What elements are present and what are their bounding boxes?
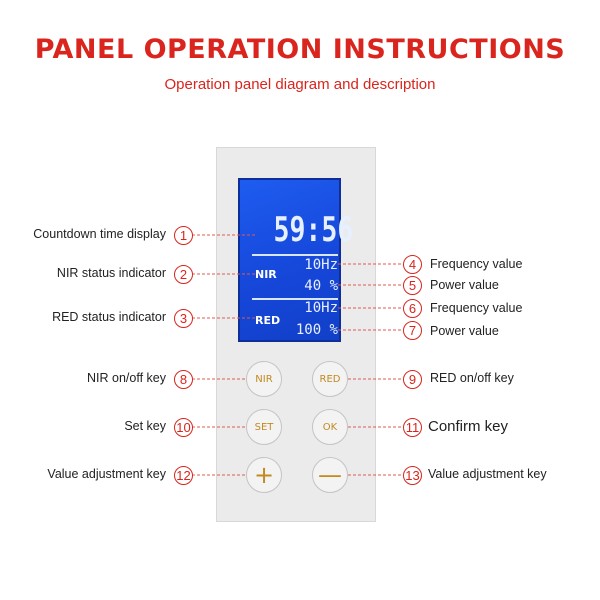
callout-number: 10	[174, 418, 193, 437]
set-button[interactable]: SET	[246, 409, 282, 445]
callout-number: 1	[174, 226, 193, 245]
lcd-divider-middle	[252, 298, 338, 300]
red-frequency-readout: 10Hz	[304, 300, 338, 316]
callout-number: 8	[174, 370, 193, 389]
countdown-readout: 59:56	[273, 210, 354, 250]
label-red-status-indicator: RED status indicator	[52, 310, 166, 324]
red-status-tag: RED	[255, 314, 281, 327]
callout-number: 13	[403, 466, 422, 485]
label-red-onoff-key: RED on/off key	[430, 371, 514, 385]
label-nir-status-indicator: NIR status indicator	[56, 266, 166, 280]
callout-number: 3	[174, 309, 193, 328]
label-power-value-red: Power value	[430, 324, 499, 338]
callout-number: 9	[403, 370, 422, 389]
page-title: PANEL OPERATION INSTRUCTIONS	[34, 34, 566, 65]
label-set-key: Set key	[124, 419, 166, 433]
lcd-divider-top	[252, 254, 338, 256]
nir-status-tag: NIR	[255, 268, 277, 281]
callout-number: 6	[403, 299, 422, 318]
nir-toggle-button[interactable]: NIR	[246, 361, 282, 397]
label-confirm-key: Confirm key	[428, 418, 509, 435]
callout-number: 4	[403, 255, 422, 274]
label-power-value-nir: Power value	[430, 278, 499, 292]
callout-number: 2	[174, 265, 193, 284]
callout-number: 11	[403, 418, 422, 437]
callout-number: 5	[403, 276, 422, 295]
label-countdown-time-display: Countdown time display	[33, 227, 166, 241]
lcd-display	[238, 178, 341, 342]
red-toggle-button[interactable]: RED	[312, 361, 348, 397]
callout-number: 12	[174, 466, 193, 485]
nir-power-readout: 40 %	[304, 278, 338, 294]
ok-button[interactable]: OK	[312, 409, 348, 445]
callout-number: 7	[403, 321, 422, 340]
label-frequency-value-nir: Frequency value	[430, 257, 523, 271]
label-value-adjustment-key-right: Value adjustment key	[428, 467, 547, 481]
plus-button[interactable]: +	[246, 457, 282, 493]
label-frequency-value-red: Frequency value	[430, 301, 523, 315]
nir-frequency-readout: 10Hz	[304, 257, 338, 273]
page-subtitle: Operation panel diagram and description	[164, 76, 436, 93]
red-power-readout: 100 %	[295, 322, 338, 338]
label-nir-onoff-key: NIR on/off key	[87, 371, 166, 385]
label-value-adjustment-key-left: Value adjustment key	[47, 467, 166, 481]
minus-button[interactable]: —	[312, 457, 348, 493]
